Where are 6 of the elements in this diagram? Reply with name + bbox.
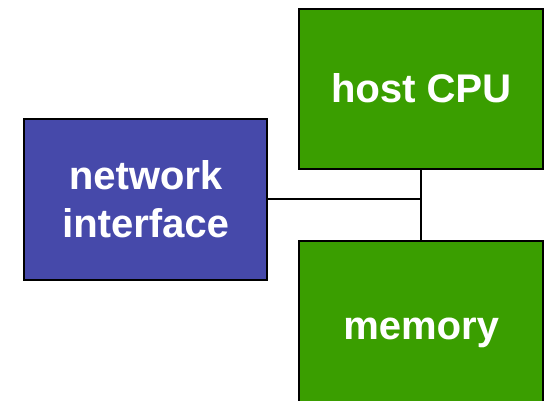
box-label: memory — [342, 303, 500, 350]
component-box — [298, 8, 544, 170]
component-box — [23, 118, 268, 281]
component-box — [298, 240, 544, 401]
box-label: network interface — [61, 152, 230, 248]
box-label: host CPU — [330, 66, 512, 113]
